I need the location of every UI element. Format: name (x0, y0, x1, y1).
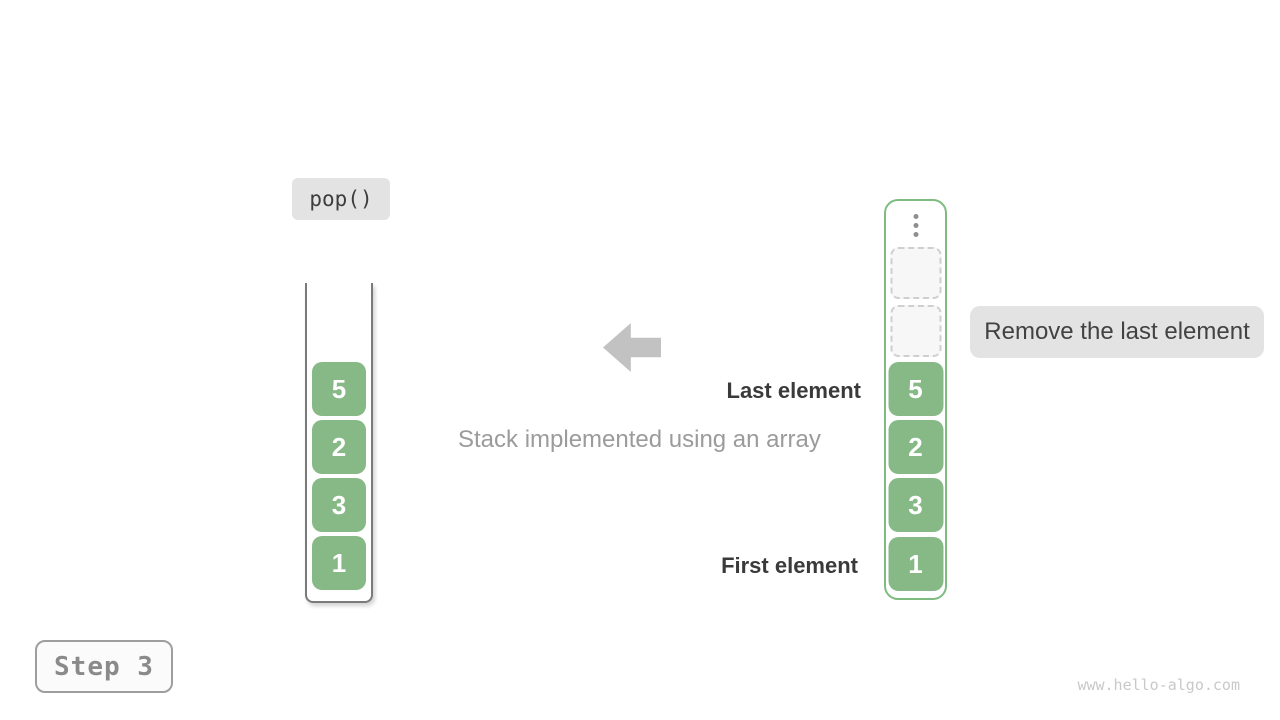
empty-slot (890, 305, 941, 357)
step-badge: Step 3 (35, 640, 173, 693)
stack-item: 3 (312, 478, 366, 532)
vertical-ellipsis-icon (913, 214, 918, 237)
array-item: 1 (888, 537, 943, 591)
array-item: 3 (888, 478, 943, 532)
first-element-label: First element (721, 553, 858, 578)
stack-item: 5 (312, 362, 366, 416)
pop-operation-label: pop() (292, 178, 390, 220)
remove-annotation: Remove the last element (970, 306, 1264, 358)
empty-slot (890, 247, 941, 299)
stack-item: 2 (312, 420, 366, 474)
array-item: 5 (888, 362, 943, 416)
last-element-label: Last element (726, 378, 862, 403)
array-container: 5 2 3 1 (884, 199, 947, 600)
stack-item: 1 (312, 536, 366, 590)
stack-container: 5 2 3 1 (305, 283, 373, 603)
left-arrow-icon (603, 323, 661, 372)
array-item: 2 (888, 420, 943, 474)
watermark: www.hello-algo.com (1077, 676, 1240, 694)
stack-caption: Stack implemented using an array (458, 426, 821, 453)
